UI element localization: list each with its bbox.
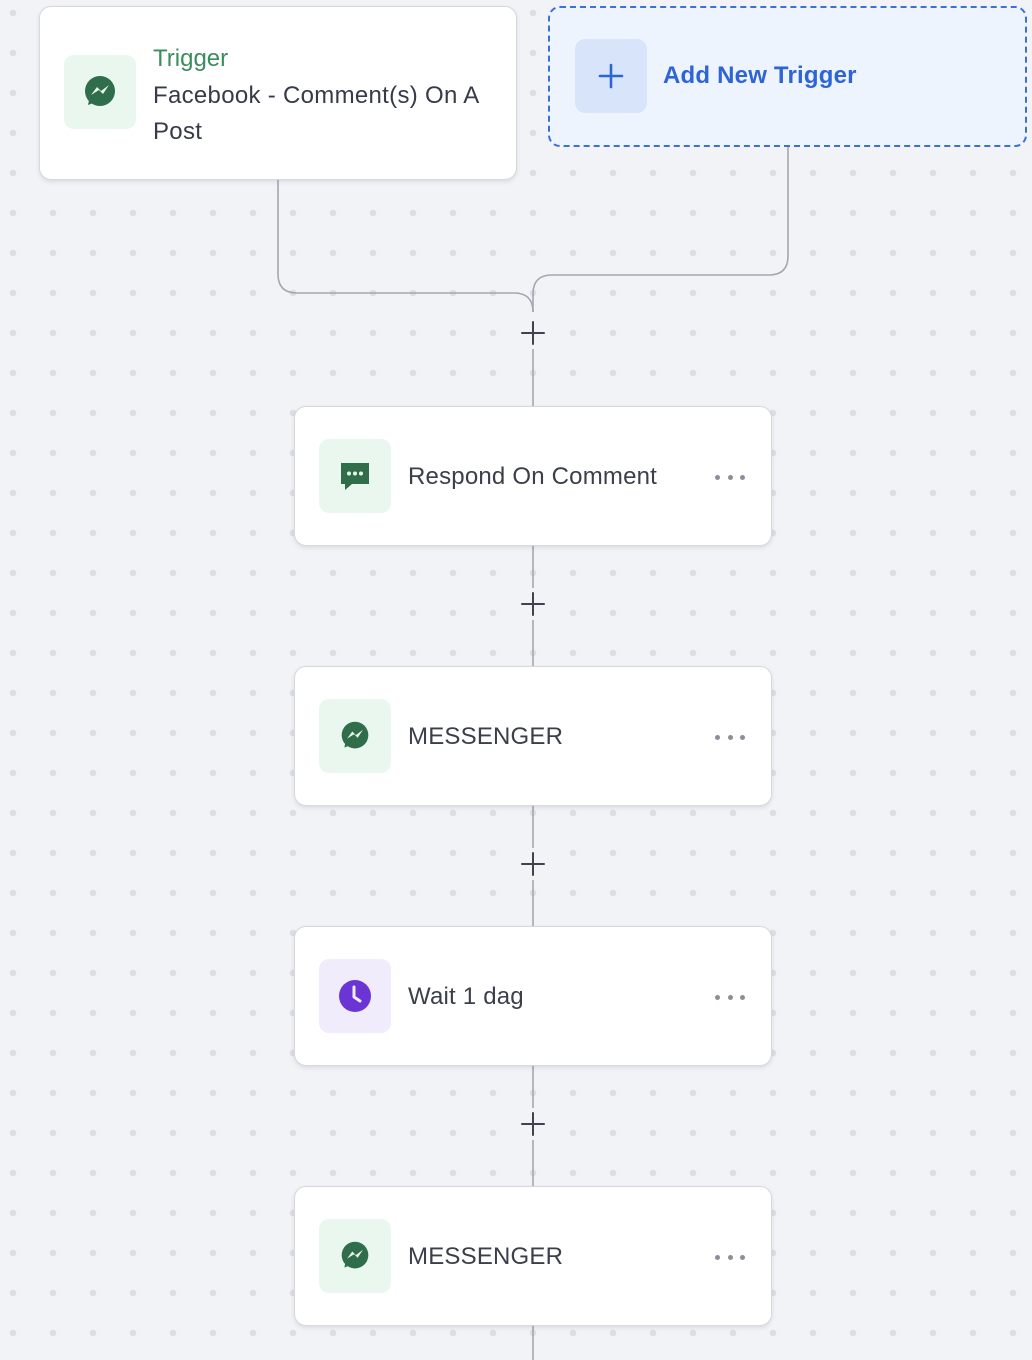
messenger-icon [319,699,391,773]
step-label: MESSENGER [408,723,564,750]
plus-icon [521,321,545,345]
plus-icon [521,852,545,876]
step-card-messenger[interactable]: MESSENGER [294,1186,772,1326]
clock-icon [319,959,391,1033]
step-card-respond-on-comment[interactable]: Respond On Comment [294,406,772,546]
step-label: MESSENGER [408,1243,564,1270]
messenger-icon [64,55,136,129]
plus-icon [575,39,647,113]
plus-icon [521,1112,545,1136]
more-options-button[interactable] [715,985,745,1009]
step-card-wait[interactable]: Wait 1 dag [294,926,772,1066]
more-options-button[interactable] [715,465,745,489]
step-label: Wait 1 dag [408,983,524,1010]
step-card-messenger[interactable]: MESSENGER [294,666,772,806]
plus-icon [521,592,545,616]
add-new-trigger-label: Add New Trigger [663,62,857,89]
more-options-button[interactable] [715,725,745,749]
more-options-button[interactable] [715,1245,745,1269]
step-label: Respond On Comment [408,463,658,490]
add-step-button[interactable] [517,1108,549,1140]
add-step-button[interactable] [517,848,549,880]
trigger-description: Facebook - Comment(s) On A Post [153,82,479,145]
add-step-button[interactable] [517,317,549,349]
messenger-icon [319,1219,391,1293]
comment-icon [319,439,391,513]
connector-trigger [277,180,534,313]
trigger-card[interactable]: Trigger Facebook - Comment(s) On A Post [39,6,517,180]
add-step-button[interactable] [517,588,549,620]
connector-add-trigger [532,147,789,312]
add-new-trigger-button[interactable]: Add New Trigger [548,6,1027,147]
trigger-label: Trigger [153,45,229,72]
